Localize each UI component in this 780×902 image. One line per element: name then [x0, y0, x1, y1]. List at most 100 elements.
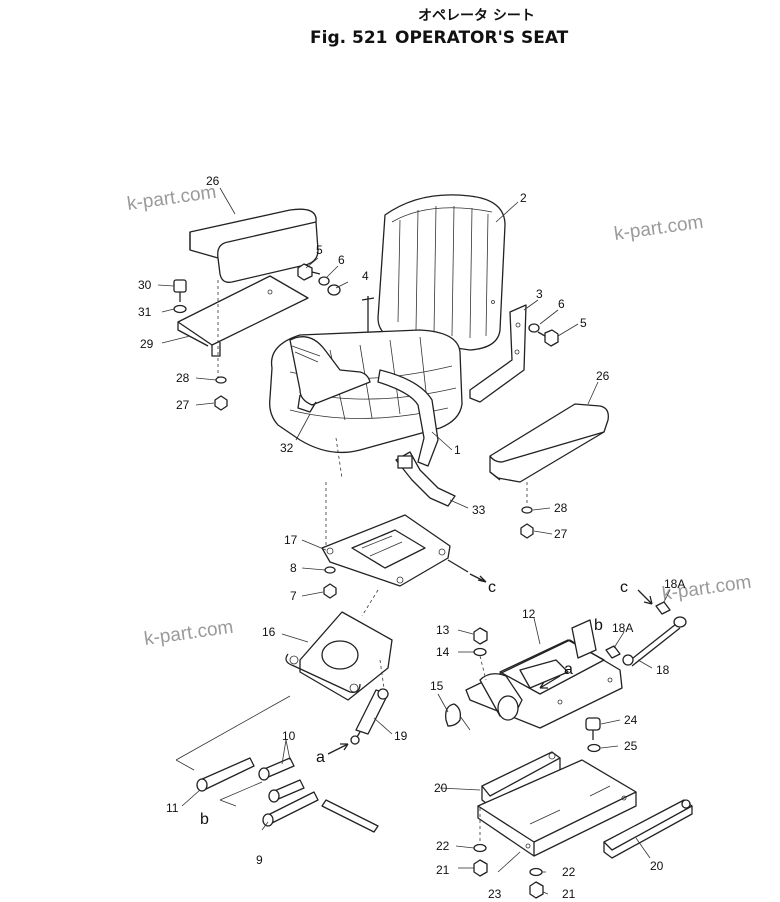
callout-26-right: 26 [596, 369, 610, 383]
callout-labels: 26 2 5 6 4 30 31 29 3 6 5 28 27 32 1 26 … [138, 174, 685, 901]
washer-28a [215, 376, 227, 384]
washer-31 [173, 304, 187, 314]
callout-28-right: 28 [554, 501, 568, 515]
callout-22-right: 22 [562, 865, 576, 879]
figure-title: OPERATOR'S SEAT [395, 28, 569, 48]
callout-16: 16 [262, 625, 276, 639]
callout-20-right: 20 [650, 859, 664, 873]
leader-lines [157, 187, 671, 895]
seat-center-guide [335, 437, 343, 479]
title-japanese: オペレータ シート [418, 8, 535, 24]
suspension-bracket-16 [285, 589, 393, 701]
washer-6a [318, 276, 330, 286]
reference-letter-labels: c c b a a b [200, 579, 628, 828]
bolt-24 [585, 717, 601, 740]
callout-32: 32 [280, 441, 294, 455]
callout-13: 13 [436, 623, 450, 637]
bushing-18a [605, 645, 621, 659]
armrest-right [489, 403, 609, 483]
callout-27-left: 27 [176, 398, 190, 412]
callout-6-right: 6 [558, 297, 565, 311]
watermark-left-mid: k-part.com [143, 617, 235, 650]
callout-23: 23 [488, 887, 502, 901]
arrow-c-left [469, 573, 487, 583]
guide-lines-lower-left [175, 695, 291, 807]
callout-22-left: 22 [436, 839, 450, 853]
callout-12: 12 [522, 607, 536, 621]
callout-19: 19 [394, 729, 408, 743]
bolt-5b [537, 329, 559, 347]
ref-letter-b-left: b [200, 811, 209, 828]
nut-13-guide [479, 655, 487, 681]
armrest-bracket-left [177, 275, 309, 378]
callout-6-left: 6 [338, 253, 345, 267]
shaft-9 [262, 791, 319, 827]
washer-25 [587, 743, 601, 753]
bolt-5a [297, 263, 321, 281]
washer-22b [529, 867, 543, 877]
callout-20-left: 20 [434, 781, 448, 795]
callout-1: 1 [454, 443, 461, 457]
bolt-30 [173, 279, 187, 302]
washer-22a [473, 843, 487, 853]
figure-number: Fig. 521 [310, 28, 387, 48]
ref-letter-c-right: c [620, 579, 628, 596]
callout-17: 17 [284, 533, 298, 547]
watermark-left-top: k-part.com [126, 182, 218, 215]
rod-loose [321, 799, 379, 833]
callout-4: 4 [362, 269, 369, 283]
seat-frame-1 [377, 369, 439, 467]
callout-18a-top: 18A [664, 577, 685, 591]
washer-8 [324, 566, 336, 574]
seat-back [361, 194, 506, 351]
nut-7 [323, 583, 337, 599]
washer-6b [528, 323, 540, 333]
bushing-18a-top [655, 601, 671, 615]
callout-30: 30 [138, 278, 152, 292]
callout-28-left: 28 [176, 371, 190, 385]
callout-15: 15 [430, 679, 444, 693]
watermark-right-top: k-part.com [613, 212, 705, 245]
shock-absorber-19 [350, 659, 389, 745]
callout-9: 9 [256, 853, 263, 867]
callout-31: 31 [138, 305, 152, 319]
slide-rail-20b [603, 799, 693, 859]
pins-10 [258, 757, 305, 803]
seat-belt-buckle-33 [395, 451, 456, 507]
ref-letter-c-left: c [488, 579, 496, 596]
armrest-left [189, 208, 319, 283]
washer-28b [521, 506, 533, 514]
callout-29: 29 [140, 337, 154, 351]
callout-10: 10 [282, 729, 296, 743]
callout-3: 3 [536, 287, 543, 301]
ref-letter-b-top: b [594, 617, 603, 634]
arrow-a-left [327, 743, 349, 755]
control-rod-18 [622, 616, 687, 667]
nut-21a [473, 859, 488, 877]
arrow-c-right [637, 589, 653, 605]
seat-rail-plate-17 [321, 514, 469, 587]
washer-14 [473, 647, 487, 657]
shaft-11 [196, 757, 255, 792]
ref-letter-a-left: a [316, 749, 325, 766]
callout-26-left: 26 [206, 174, 220, 188]
callout-5-left: 5 [316, 243, 323, 257]
nut-21b [529, 881, 544, 899]
callout-27-right: 27 [554, 527, 568, 541]
seat-back-bracket-3 [469, 304, 527, 403]
seat-belt-32 [289, 336, 371, 413]
arrow-a-mid [539, 675, 561, 689]
base-plate-12 [465, 619, 623, 729]
callout-5-right: 5 [580, 316, 587, 330]
callout-11: 11 [166, 801, 179, 815]
callout-2: 2 [520, 191, 527, 205]
callout-24: 24 [624, 713, 638, 727]
callout-8: 8 [290, 561, 297, 575]
callout-33: 33 [472, 503, 486, 517]
callout-21-right: 21 [562, 887, 576, 901]
knob-15 [445, 703, 471, 731]
callout-7: 7 [290, 589, 297, 603]
callout-25: 25 [624, 739, 638, 753]
callout-21-left: 21 [436, 863, 450, 877]
